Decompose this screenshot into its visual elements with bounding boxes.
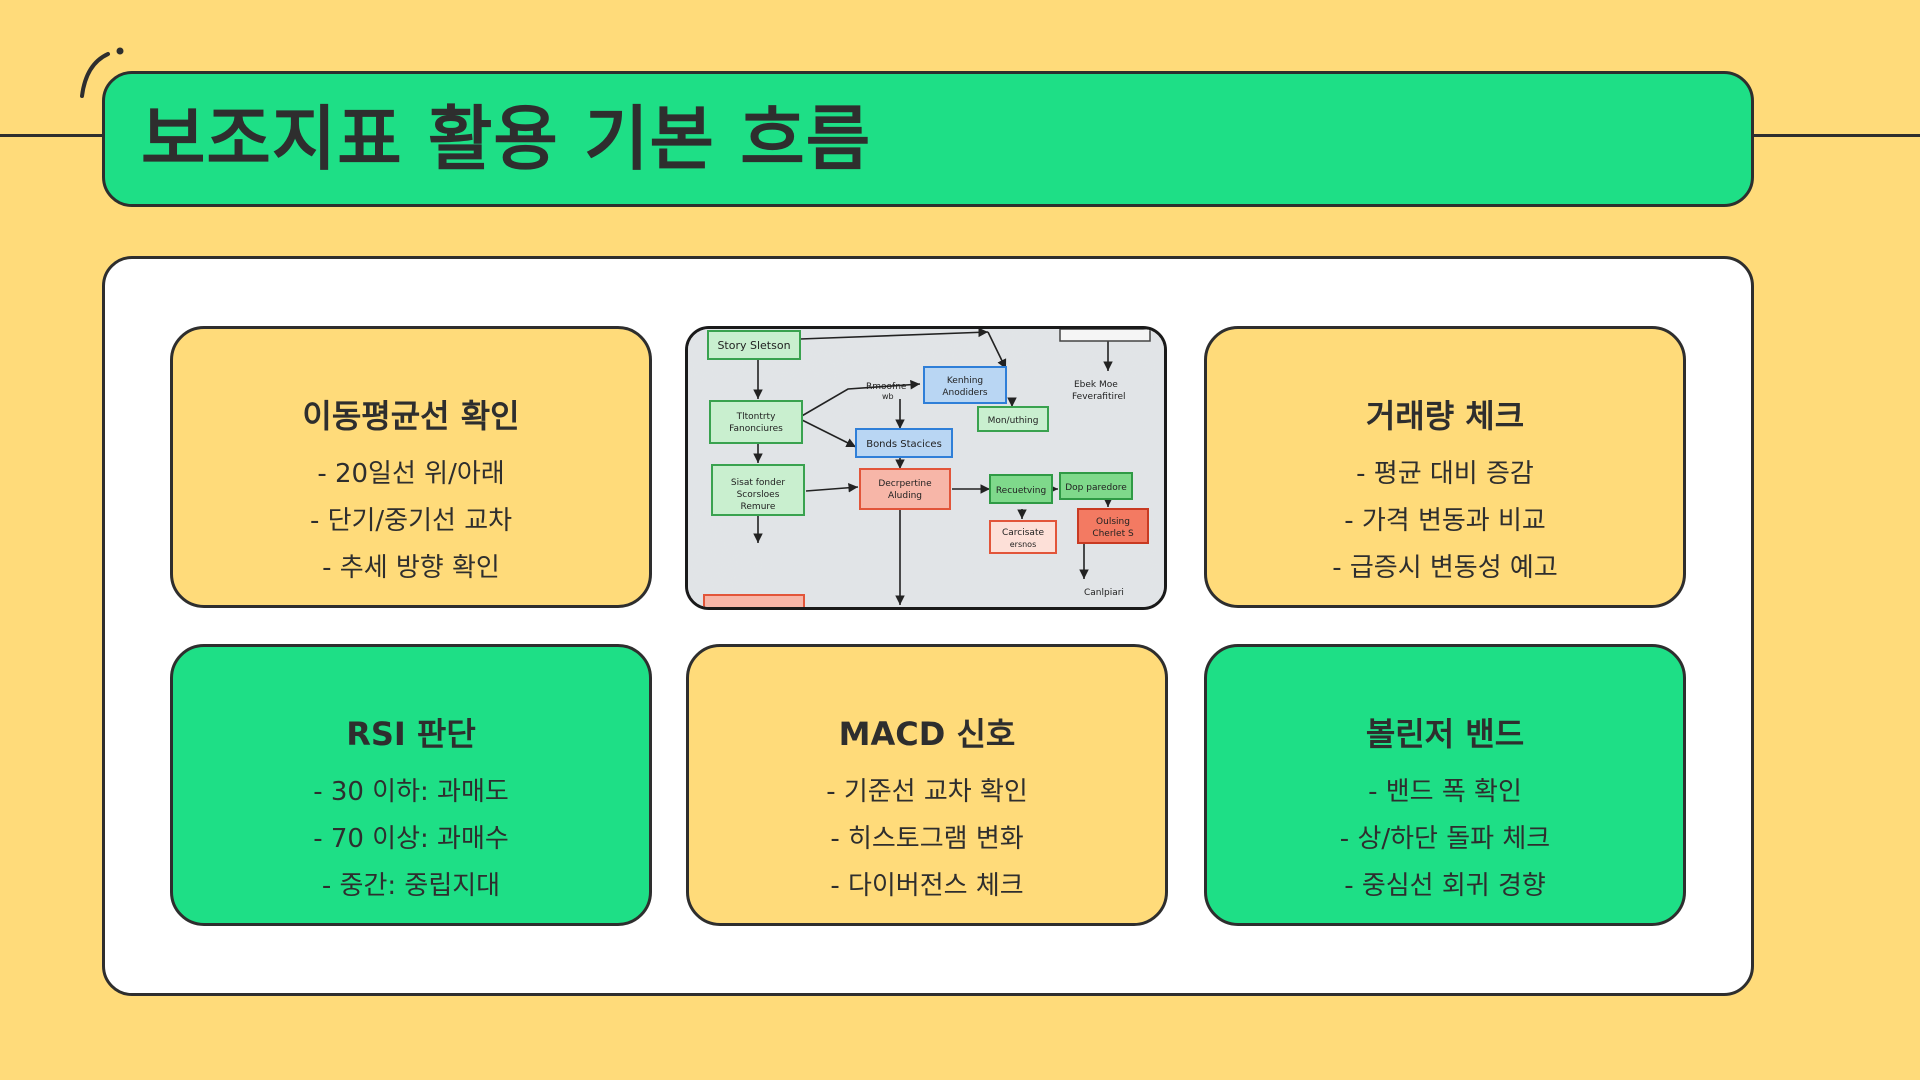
svg-text:Story Sletson: Story Sletson [717,339,790,352]
card-item: - 평균 대비 증감 [1356,459,1534,489]
svg-text:Cherlet S: Cherlet S [1092,529,1134,539]
flowchart-sketch-icon: Story Sletson Tltontrty Fanonciures Sisa… [688,329,1164,607]
card-item: - 기준선 교차 확인 [826,777,1028,807]
card-title: 이동평균선 확인 [302,397,520,435]
svg-text:Anodiders: Anodiders [942,388,988,398]
card-item: - 중심선 회귀 경향 [1344,871,1546,901]
card-item: - 단기/중기선 교차 [309,506,513,536]
svg-text:Carcisate: Carcisate [1002,528,1044,538]
svg-text:Recuetving: Recuetving [996,486,1046,496]
card-item: - 30 이하: 과매도 [313,777,509,807]
card-item-list: - 기준선 교차 확인 - 히스토그램 변화 - 다이버전스 체크 [689,769,1165,910]
svg-text:wb: wb [882,392,894,401]
page-title: 보조지표 활용 기본 흐름 [141,98,872,180]
flowchart-illustration: Story Sletson Tltontrty Fanonciures Sisa… [685,326,1167,610]
card-item: - 70 이상: 과매수 [313,824,509,854]
svg-text:Sisat fonder: Sisat fonder [731,478,785,488]
decorative-line-right [1752,134,1920,137]
svg-text:Ebek Moe: Ebek Moe [1074,380,1118,390]
card-bollinger-bands: 볼린저 밴드 - 밴드 폭 확인 - 상/하단 돌파 체크 - 중심선 회귀 경… [1204,644,1686,926]
card-title: 볼린저 밴드 [1365,715,1525,753]
svg-text:Decrpertine: Decrpertine [878,479,932,489]
svg-text:ersnos: ersnos [1010,540,1037,549]
title-bar: 보조지표 활용 기본 흐름 [102,71,1754,207]
card-item: - 급증시 변동성 예고 [1332,553,1558,583]
svg-text:Scorsloes: Scorsloes [737,490,780,500]
svg-text:Remure: Remure [741,502,776,512]
card-rsi: RSI 판단 - 30 이하: 과매도 - 70 이상: 과매수 - 중간: 중… [170,644,652,926]
card-item: - 밴드 폭 확인 [1368,777,1522,807]
card-item: - 히스토그램 변화 [830,824,1024,854]
card-macd: MACD 신호 - 기준선 교차 확인 - 히스토그램 변화 - 다이버전스 체… [686,644,1168,926]
card-moving-average: 이동평균선 확인 - 20일선 위/아래 - 단기/중기선 교차 - 추세 방향… [170,326,652,608]
card-volume: 거래량 체크 - 평균 대비 증감 - 가격 변동과 비교 - 급증시 변동성 … [1204,326,1686,608]
svg-text:Fanonciures: Fanonciures [729,424,783,434]
card-item: - 상/하단 돌파 체크 [1339,824,1551,854]
card-item-list: - 평균 대비 증감 - 가격 변동과 비교 - 급증시 변동성 예고 [1207,451,1683,592]
card-item: - 20일선 위/아래 [317,459,505,489]
card-item-list: - 20일선 위/아래 - 단기/중기선 교차 - 추세 방향 확인 [173,451,649,592]
card-item: - 다이버전스 체크 [830,871,1024,901]
svg-text:Rmoofne: Rmoofne [866,382,907,392]
svg-text:Feverafitirel: Feverafitirel [1072,392,1126,402]
card-item-list: - 밴드 폭 확인 - 상/하단 돌파 체크 - 중심선 회귀 경향 [1207,769,1683,910]
card-item: - 추세 방향 확인 [322,553,500,583]
svg-text:Oulsing: Oulsing [1096,517,1130,527]
card-item-list: - 30 이하: 과매도 - 70 이상: 과매수 - 중간: 중립지대 [173,769,649,910]
corner-arc-icon [80,47,124,98]
svg-text:Canlpiari: Canlpiari [1084,588,1124,598]
card-title: 거래량 체크 [1365,397,1525,435]
svg-text:Mon/uthing: Mon/uthing [988,416,1039,426]
svg-text:Bonds Stacices: Bonds Stacices [866,439,942,450]
svg-text:Tltontrty: Tltontrty [736,412,776,422]
card-title: RSI 판단 [346,715,476,753]
svg-text:Kenhing: Kenhing [947,376,983,386]
svg-text:Aluding: Aluding [888,491,922,501]
card-item: - 가격 변동과 비교 [1344,506,1546,536]
svg-text:Dop paredore: Dop paredore [1065,483,1127,493]
decorative-line-left [0,134,104,137]
card-item: - 중간: 중립지대 [321,871,501,901]
card-title: MACD 신호 [838,715,1016,753]
